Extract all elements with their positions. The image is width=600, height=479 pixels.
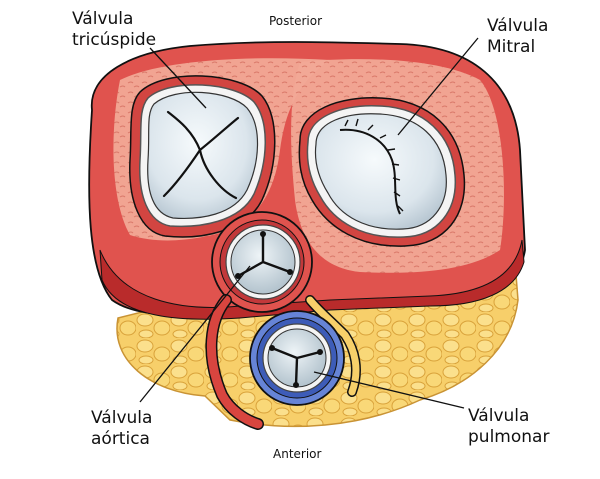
leader-mitral: [397, 37, 479, 136]
mitral-valve-label: Válvula Mitral: [487, 16, 549, 57]
leader-lines: [139, 37, 479, 409]
pulmonary-valve: [249, 310, 345, 406]
coronary-vessels: [205, 294, 361, 430]
anterior-label: Anterior: [273, 447, 322, 461]
leader-aortic: [139, 265, 251, 403]
tricuspid-valve-label: Válvula tricúspide: [72, 9, 157, 50]
posterior-label: Posterior: [269, 14, 323, 28]
aortic-valve: [211, 211, 313, 313]
aortic-valve-label: Válvula aórtica: [91, 408, 153, 449]
leader-tricuspid: [149, 47, 207, 109]
tricuspid-valve: [129, 75, 276, 238]
leader-pulmonary: [313, 371, 465, 409]
mitral-valve: [298, 97, 466, 247]
pulmonary-valve-label: Válvula pulmonar: [468, 406, 550, 447]
